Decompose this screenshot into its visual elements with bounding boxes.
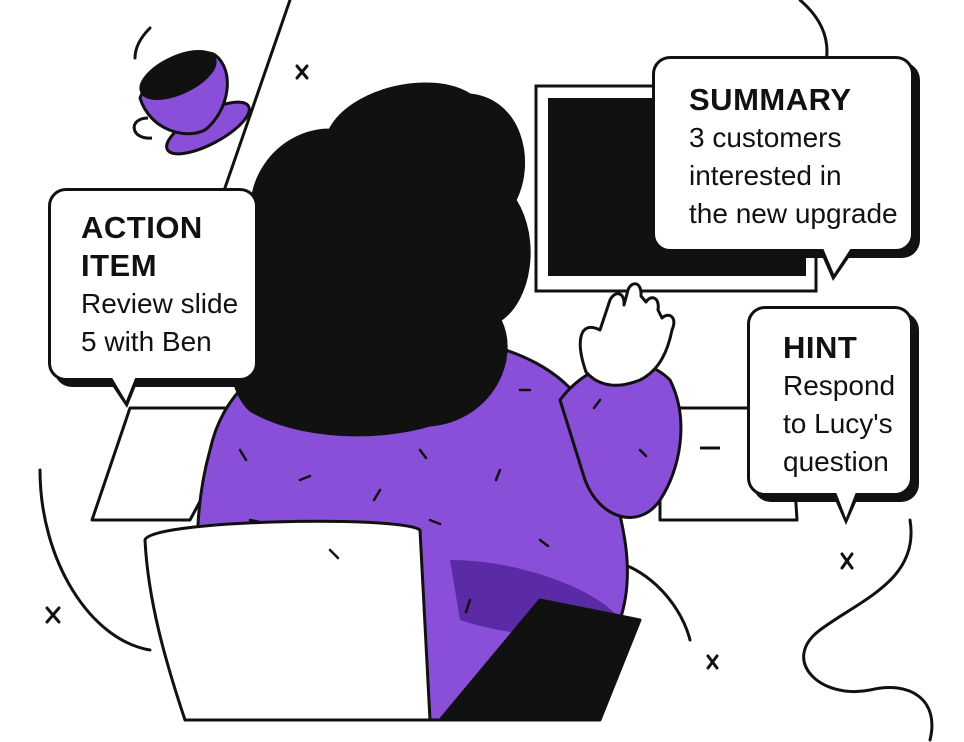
action-item-title-line2: ITEM — [81, 248, 158, 283]
action-item-title: ACTION — [81, 210, 203, 245]
action-item-bubble: ACTION ITEM Review slide 5 with Ben — [48, 188, 258, 408]
bubble-tail-fill — [111, 376, 136, 401]
hint-title: HINT — [783, 330, 858, 365]
coffee-cup-icon — [132, 50, 251, 156]
hint-text-line2: to Lucy's — [783, 408, 893, 439]
action-item-text: Review slide — [81, 288, 239, 319]
hint-text-line3: question — [783, 446, 889, 477]
summary-text-line2: interested in — [689, 160, 842, 191]
hint-bubble: HINT Respond to Lucy's question — [747, 306, 913, 525]
person-at-desk-figure — [143, 82, 683, 722]
bubble-tail-fill — [823, 248, 851, 274]
hint-text: Respond — [783, 370, 896, 401]
sweater-texture — [238, 388, 648, 622]
summary-text: 3 customers — [689, 122, 842, 153]
summary-bubble: SUMMARY 3 customers interested in the ne… — [652, 56, 914, 281]
action-item-text-line2: 5 with Ben — [81, 326, 212, 357]
bubble-tail-fill — [836, 492, 856, 518]
summary-text-line3: the new upgrade — [689, 198, 898, 229]
sparkle-x-icon — [45, 64, 854, 670]
summary-title: SUMMARY — [689, 82, 852, 117]
